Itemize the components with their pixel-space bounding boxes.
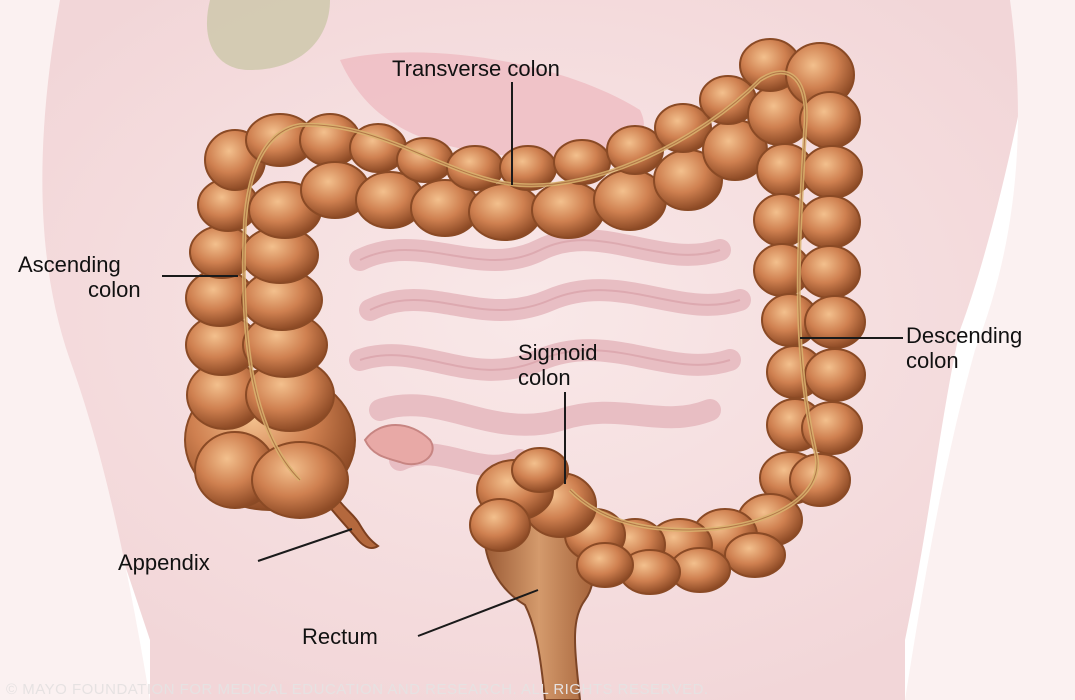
label-transverse-colon: Transverse colon: [392, 56, 560, 81]
label-rectum: Rectum: [302, 624, 378, 649]
label-sigmoid-line2: colon: [518, 365, 597, 390]
copyright-notice: © MAYO FOUNDATION FOR MEDICAL EDUCATION …: [6, 681, 709, 698]
label-descending-line2: colon: [906, 348, 1022, 373]
label-appendix: Appendix: [118, 550, 210, 575]
label-descending-colon: Descending colon: [906, 323, 1022, 373]
label-descending-line1: Descending: [906, 323, 1022, 348]
label-ascending-line1: Ascending: [18, 252, 141, 277]
label-ascending-line2: colon: [18, 277, 141, 302]
label-sigmoid-colon: Sigmoid colon: [518, 340, 597, 390]
label-sigmoid-line1: Sigmoid: [518, 340, 597, 365]
label-ascending-colon: Ascending colon: [18, 252, 141, 302]
